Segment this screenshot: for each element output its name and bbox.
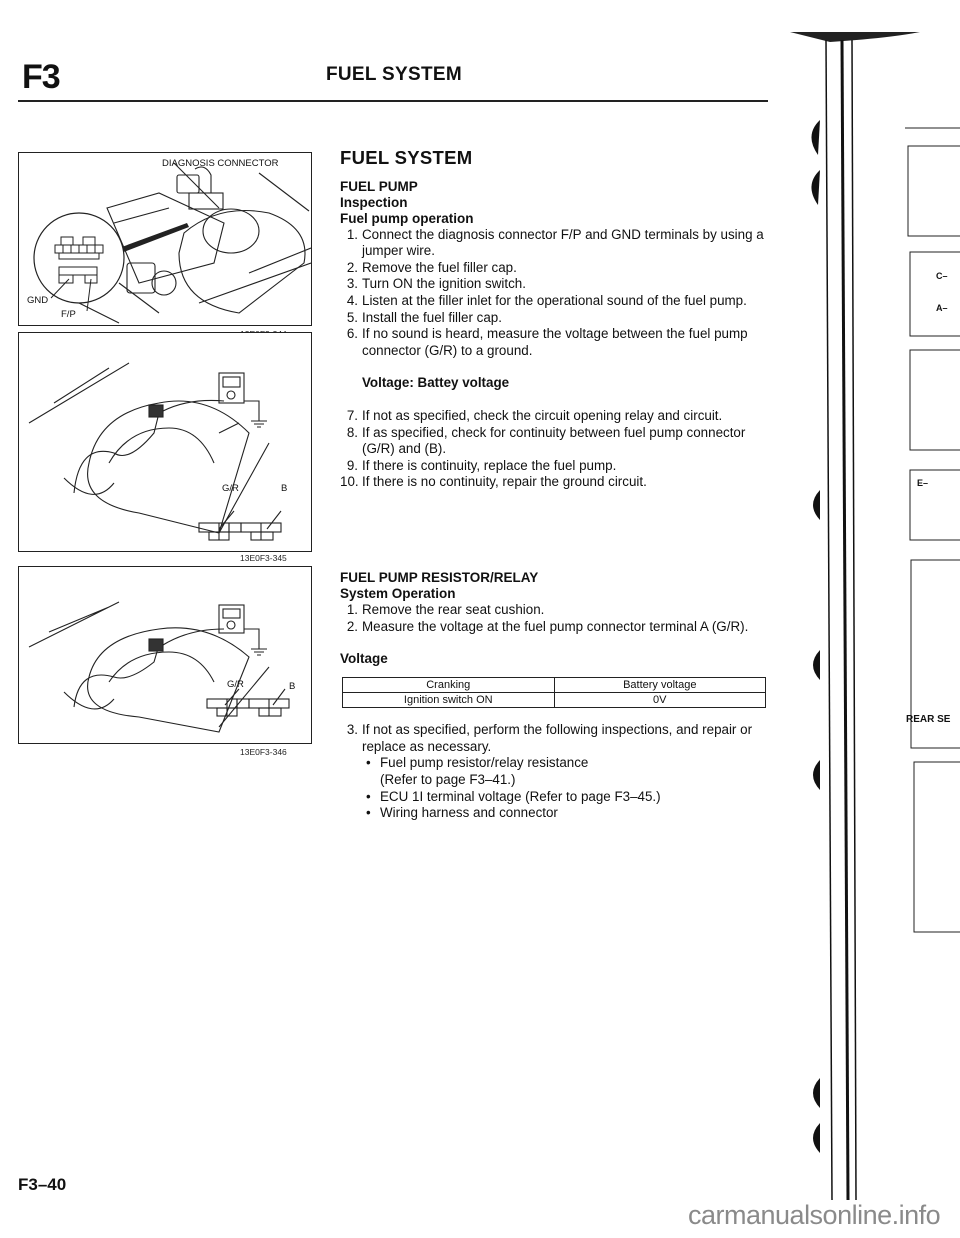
fuel-pump-operation-heading: Fuel pump operation	[340, 210, 474, 226]
binding-smudge	[790, 32, 920, 42]
step-text: Connect the diagnosis connector F/P and …	[362, 226, 764, 259]
voltage-table: Cranking Battery voltage Ignition switch…	[342, 677, 766, 709]
main-title: FUEL SYSTEM	[340, 147, 473, 168]
step-number: 3.	[346, 722, 358, 738]
bullet-text: Wiring harness and connector	[380, 805, 558, 821]
figure-diagnosis-connector: DIAGNOSIS CONNECTOR GND F/P	[18, 152, 312, 326]
adjacent-page-label: REAR SE	[906, 714, 951, 725]
page-number: F3–40	[18, 1175, 67, 1194]
adjacent-page-label: C–	[936, 271, 948, 281]
step-item: 10.If there is no continuity, repair the…	[340, 474, 772, 491]
step-number: 5.	[346, 309, 358, 325]
step-text: If no sound is heard, measure the voltag…	[362, 326, 748, 358]
table-cell: Ignition switch ON	[342, 692, 555, 709]
step-item: 9.If there is continuity, replace the fu…	[340, 458, 772, 475]
step-text: If there is continuity, replace the fuel…	[362, 457, 617, 473]
bullet-text: Fuel pump resistor/relay resistance	[380, 755, 589, 771]
step-item: 6.If no sound is heard, measure the volt…	[340, 326, 772, 359]
inspection-bullets: • Fuel pump resistor/relay resistance(Ref…	[340, 755, 772, 821]
figure-voltage-measurement: G/R B	[18, 332, 312, 552]
table-cell: Battery voltage	[553, 677, 766, 694]
step-item: 1. Remove the rear seat cushion.	[340, 602, 772, 619]
binding-edge-scan	[790, 32, 960, 1201]
step-item: 8.If as specified, check for continuity …	[340, 425, 772, 458]
b-terminal-label: B	[281, 483, 288, 494]
step-text: Install the fuel filler cap.	[362, 309, 502, 325]
adjacent-page-label: E–	[917, 478, 929, 488]
step-item: 3.If not as specified, perform the follo…	[340, 722, 772, 755]
step-number: 8.	[346, 424, 358, 440]
step-number: 4.	[346, 292, 358, 308]
bullet-item: • ECU 1I terminal voltage (Refer to page …	[340, 789, 772, 806]
table-row: Ignition switch ON 0V	[342, 692, 766, 709]
bullet-item: • Fuel pump resistor/relay resistance(Ref…	[340, 755, 772, 788]
step-text: If as specified, check for continuity be…	[362, 424, 746, 457]
step-text: If not as specified, perform the followi…	[362, 722, 753, 754]
header-rule	[18, 100, 768, 102]
bullet-item: • Wiring harness and connector	[340, 805, 772, 822]
diagnosis-connector-illustration	[33, 162, 311, 324]
voltage-spec: Voltage: Battey voltage	[362, 375, 510, 391]
bullet-icon: •	[366, 788, 371, 804]
figure-caption: 13E0F3-346	[240, 747, 287, 757]
gr-terminal-label: G/R	[222, 483, 239, 494]
resistor-relay-heading: FUEL PUMP RESISTOR/RELAY	[340, 570, 539, 585]
step-text: Remove the fuel filler cap.	[362, 259, 517, 275]
step-number: 6.	[346, 326, 358, 342]
table-row: Cranking Battery voltage	[342, 677, 766, 694]
binding-hole-marks	[811, 120, 820, 1153]
table-cell: Cranking	[342, 677, 555, 694]
fuel-pump-heading: FUEL PUMP	[340, 178, 418, 194]
voltmeter-illustration	[28, 362, 282, 541]
inspection-heading: Inspection	[340, 194, 408, 210]
bullet-text: ECU 1I terminal voltage (Refer to page F…	[380, 788, 661, 804]
bullet-icon: •	[366, 755, 371, 771]
step-number: 1.	[346, 226, 358, 242]
step-item: 4.Listen at the filler inlet for the ope…	[340, 293, 772, 310]
step-number: 1.	[346, 602, 358, 617]
b-terminal-label: B	[289, 681, 296, 692]
resistor-relay-section: FUEL PUMP RESISTOR/RELAY System Operatio…	[340, 570, 772, 822]
step-text: If there is no continuity, repair the gr…	[362, 474, 647, 490]
fuel-pump-steps: 1.Connect the diagnosis connector F/P an…	[340, 227, 772, 360]
section-title: FUEL SYSTEM	[326, 64, 462, 85]
step-number: 3.	[346, 276, 358, 292]
bullet-reference: (Refer to page F3–41.)	[380, 771, 516, 787]
adjacent-page-label: A–	[936, 303, 948, 313]
resistor-relay-step3: 3.If not as specified, perform the follo…	[340, 722, 772, 755]
step-item: 2.Measure the voltage at the fuel pump c…	[340, 619, 772, 636]
table-cell: 0V	[553, 692, 766, 709]
step-item: 7.If not as specified, check the circuit…	[340, 408, 772, 425]
step-item: 5.Install the fuel filler cap.	[340, 310, 772, 327]
main-column: FUEL SYSTEM FUEL PUMP Inspection Fuel pu…	[340, 147, 772, 491]
step-number: 7.	[346, 407, 358, 423]
step-item: 1.Connect the diagnosis connector F/P an…	[340, 227, 772, 260]
step-number: 10.	[340, 474, 359, 490]
step-item: 2.Remove the fuel filler cap.	[340, 260, 772, 277]
step-item: 3.Turn ON the ignition switch.	[340, 276, 772, 293]
voltage-heading: Voltage	[340, 651, 388, 667]
resistor-relay-steps: 1. Remove the rear seat cushion. 2.Measur…	[340, 602, 772, 635]
system-operation-heading: System Operation	[340, 586, 456, 601]
step-number: 9.	[346, 457, 358, 473]
step-number: 2.	[346, 259, 358, 275]
step-text: If not as specified, check the circuit o…	[362, 407, 723, 423]
fuel-pump-followup-steps: 7.If not as specified, check the circuit…	[340, 408, 772, 491]
diagnosis-connector-label: DIAGNOSIS CONNECTOR	[162, 158, 279, 169]
figure-terminal-voltage: G/R B	[18, 566, 312, 744]
figure-caption: 13E0F3-345	[240, 553, 287, 563]
gnd-label: GND	[27, 295, 49, 306]
gr-terminal-label: G/R	[227, 679, 244, 690]
step-number: 2.	[346, 618, 358, 634]
bullet-icon: •	[366, 805, 371, 821]
watermark: carmanualsonline.info	[688, 1200, 941, 1230]
section-code: F3	[22, 58, 61, 96]
fp-label: F/P	[61, 309, 76, 320]
step-text: Measure the voltage at the fuel pump con…	[362, 618, 749, 634]
step-text: Remove the rear seat cushion.	[362, 602, 545, 617]
step-text: Turn ON the ignition switch.	[362, 276, 526, 292]
step-text: Listen at the filler inlet for the opera…	[362, 292, 747, 308]
voltmeter-illustration	[28, 601, 290, 733]
